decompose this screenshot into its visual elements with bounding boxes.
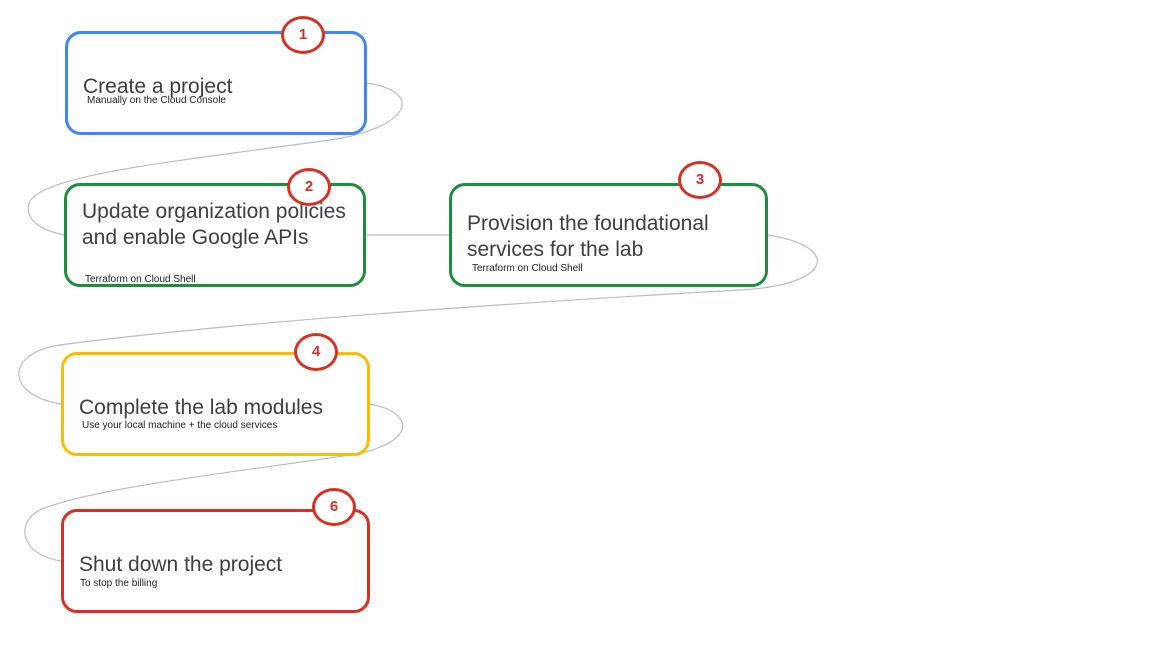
step-3-title: Provision the foundational services for …	[467, 212, 709, 261]
connector-step-1-to-2	[27, 82, 403, 236]
step-3-card: Provision the foundational services for …	[449, 183, 768, 287]
step-3-subtitle: Terraform on Cloud Shell	[472, 263, 583, 274]
step-6-title: Shut down the project	[79, 553, 283, 576]
step-4-number-badge: 4	[294, 333, 338, 371]
step-2-title: Update organization policies and enable …	[82, 200, 346, 249]
step-2-card: Update organization policies and enable …	[64, 183, 366, 287]
step-1-subtitle: Manually on the Cloud Console	[87, 95, 226, 106]
step-1-card: Create a project Manually on the Cloud C…	[65, 31, 367, 135]
step-2-subtitle: Terraform on Cloud Shell	[85, 274, 196, 285]
step-1-title: Create a project	[83, 75, 233, 98]
step-6-card: Shut down the project To stop the billin…	[61, 509, 370, 613]
connector-step-3-to-4	[18, 234, 818, 405]
step-1-number-badge: 1	[281, 16, 325, 54]
step-6-number-badge: 6	[312, 488, 356, 526]
step-3-number-badge: 3	[678, 161, 722, 199]
step-4-title: Complete the lab modules	[79, 396, 323, 419]
step-6-subtitle: To stop the billing	[80, 578, 158, 589]
step-4-subtitle: Use your local machine + the cloud servi…	[82, 420, 278, 431]
connector-step-4-to-6	[24, 403, 404, 562]
step-2-number-badge: 2	[287, 168, 331, 206]
